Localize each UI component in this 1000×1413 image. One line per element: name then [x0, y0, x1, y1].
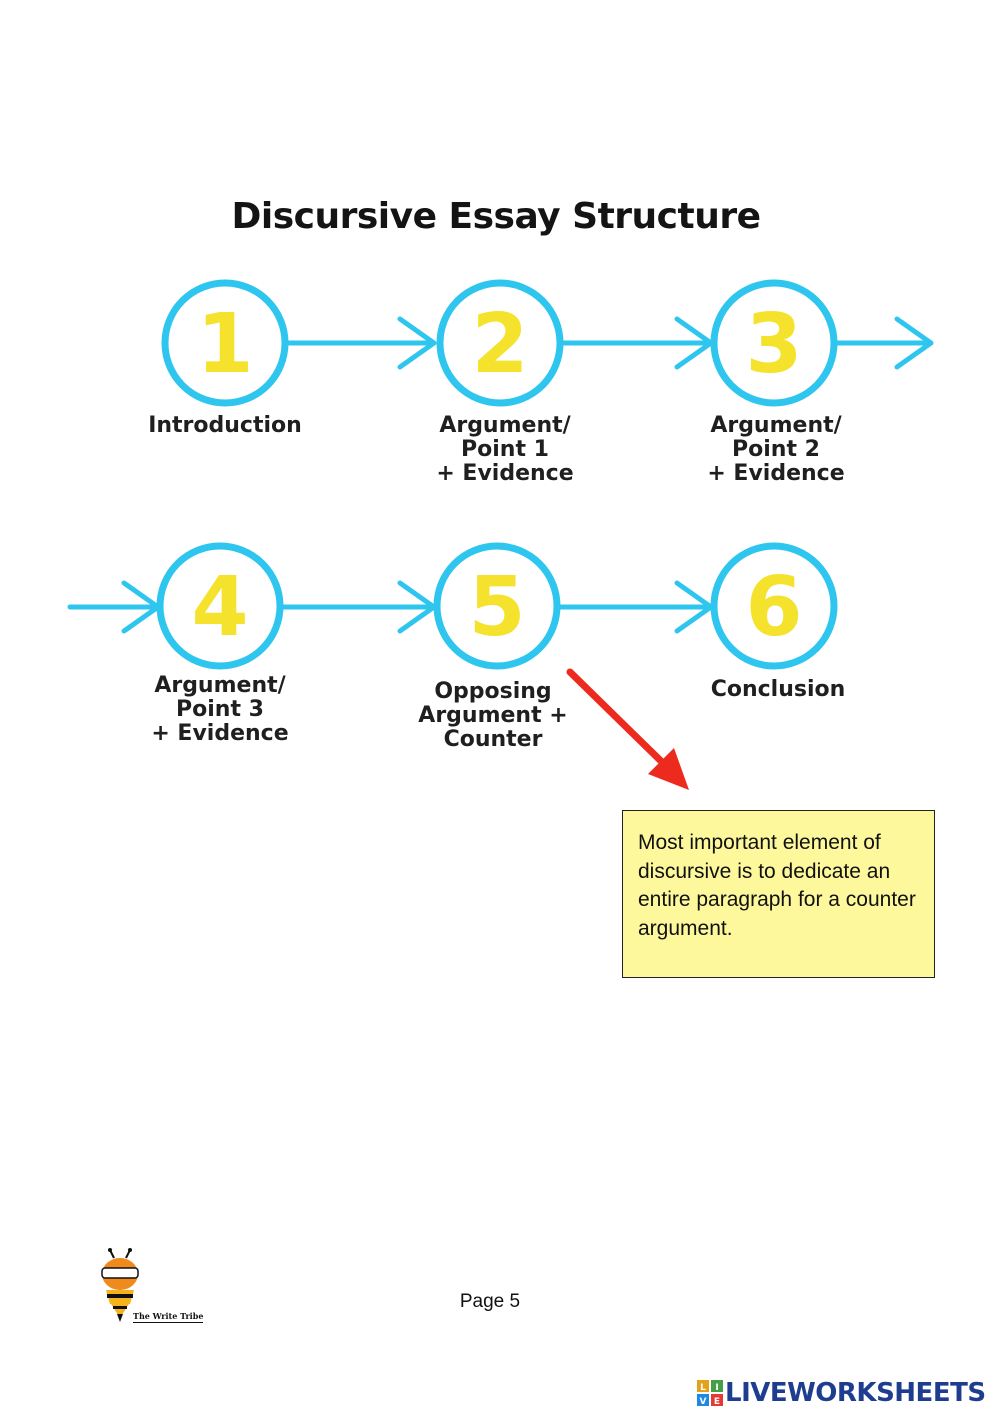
connector-arrow-4-5: [279, 580, 437, 634]
connector-arrow-1-2: [283, 316, 437, 370]
step-2-circle: [436, 279, 564, 407]
step-1-circle: [161, 279, 289, 407]
step-3-node: 3: [710, 279, 838, 407]
step-4-label: Argument/ Point 3 + Evidence: [151, 673, 289, 746]
brand-mark-letter: V: [700, 1397, 707, 1406]
bee-logo: [101, 1248, 139, 1322]
step-2-label: Argument/ Point 1 + Evidence: [436, 413, 574, 486]
step-1-number: 1: [196, 297, 253, 392]
page-title: Discursive Essay Structure: [231, 196, 761, 237]
liveworksheets-logo-icon: L I V E: [697, 1380, 723, 1406]
step-1-label: Introduction: [148, 413, 302, 438]
step-6-number: 6: [745, 560, 802, 655]
brand-name: LIVEWORKSHEETS: [725, 1378, 986, 1408]
step-3-circle: [710, 279, 838, 407]
step-5-node: 5: [433, 542, 561, 670]
note-box: Most important element of discursive is …: [622, 810, 935, 978]
step-5-number: 5: [468, 560, 525, 655]
step-1-node: 1: [161, 279, 289, 407]
step-2-node: 2: [436, 279, 564, 407]
connector-arrow-2-3: [559, 316, 714, 370]
step-6-label: Conclusion: [710, 677, 846, 702]
step-4-number: 4: [191, 560, 248, 655]
brand-mark-letter: I: [715, 1383, 718, 1393]
step-5-circle: [433, 542, 561, 670]
page-number: Page 5: [459, 1291, 521, 1312]
step-6-node: 6: [710, 542, 838, 670]
liveworksheets-brand[interactable]: L I V E LIVEWORKSHEETS: [697, 1376, 986, 1410]
step-3-label: Argument/ Point 2 + Evidence: [707, 413, 845, 486]
step-4-node: 4: [156, 542, 284, 670]
brand-mark-letter: L: [700, 1383, 706, 1393]
pointer-arrow: [566, 668, 689, 790]
step-4-circle: [156, 542, 284, 670]
connector-arrow-5-6: [557, 580, 714, 634]
step-2-number: 2: [471, 297, 528, 392]
connector-arrow-3-out: [833, 316, 934, 370]
logo-caption: The Write Tribe: [133, 1311, 204, 1323]
step-5-label: Opposing Argument + Counter: [418, 679, 568, 752]
connector-arrow-in-4: [67, 580, 161, 634]
step-6-circle: [710, 542, 838, 670]
step-3-number: 3: [745, 297, 802, 392]
brand-mark-letter: E: [714, 1397, 720, 1406]
